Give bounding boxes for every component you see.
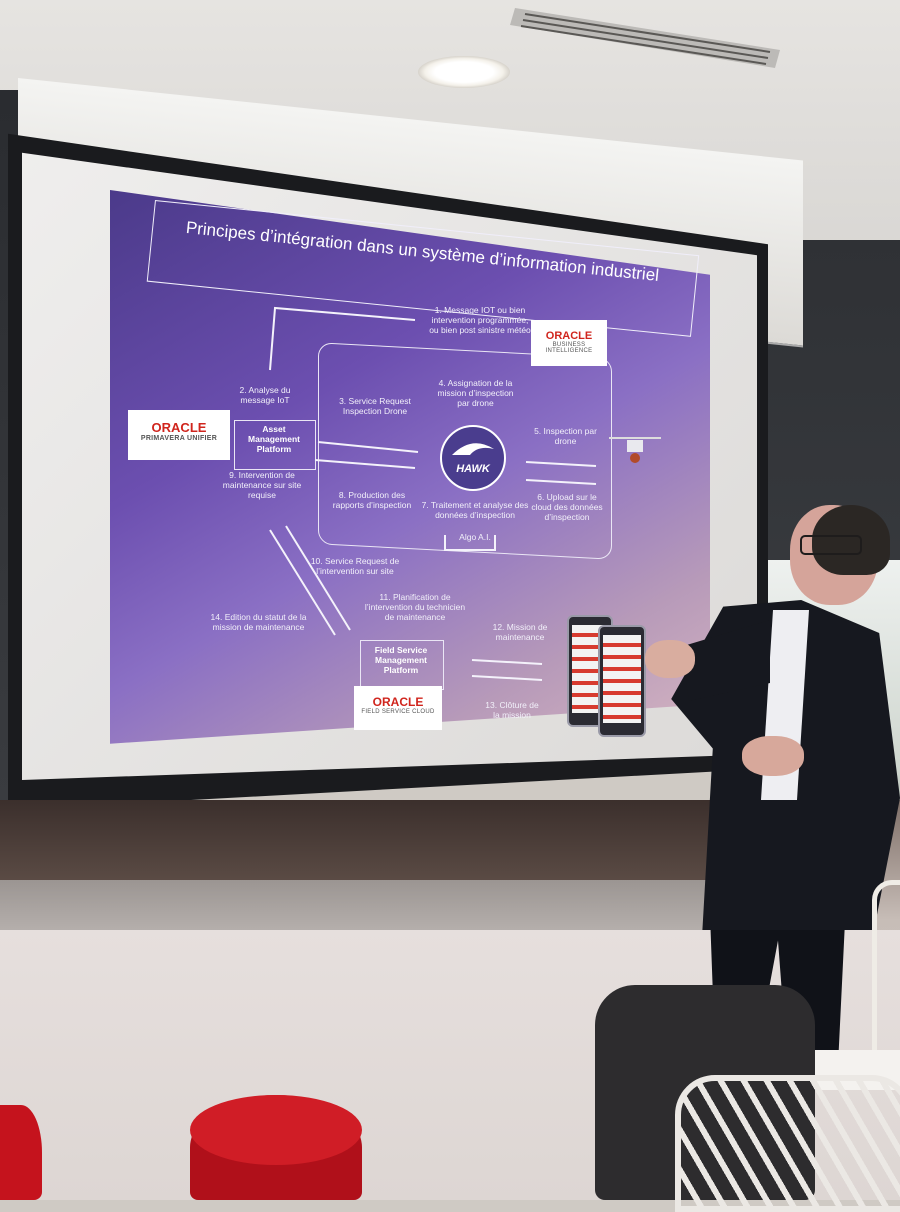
step-14: 14. Edition du statut de la mission de m… (210, 612, 307, 632)
phone-icon-right (598, 625, 646, 737)
hawk-logo-text: HAWK (456, 463, 490, 475)
hawk-bird-icon (452, 443, 494, 455)
step-12: 12. Mission de maintenance (492, 622, 548, 642)
interior-window (0, 800, 720, 890)
white-chair-back (872, 880, 900, 1070)
step-5: 5. Inspection par drone (534, 426, 597, 446)
ceiling-light (418, 56, 510, 88)
step-8: 8. Production des rapports d’inspection (332, 490, 412, 510)
algo-label: Algo A.I. (459, 532, 491, 542)
hawk-logo: HAWK (440, 425, 506, 491)
red-stool-seat (190, 1095, 362, 1165)
step-3: 3. Service Request Inspection Drone (339, 396, 411, 416)
ceiling-vent (510, 8, 780, 68)
drone-icon (609, 437, 661, 463)
slide-arrows (269, 306, 597, 681)
step-10: 10. Service Request de l’intervention su… (310, 556, 400, 576)
step-9: 9. Intervention de maintenance sur site … (222, 470, 302, 500)
step-6: 6. Upload sur le cloud des données d’ins… (531, 492, 603, 522)
asset-platform-box (234, 420, 316, 470)
step-13: 13. Clôture de la mission (485, 700, 539, 720)
step-2: 2. Analyse du message IoT (239, 385, 291, 405)
step-4: 4. Assignation de la mission d’inspectio… (437, 378, 514, 408)
field-platform-label: Field Service Management Platform (374, 645, 428, 675)
presenter-pointing-hand (645, 640, 695, 678)
presenter-hand-remote (742, 736, 804, 776)
presenter-hair (812, 505, 890, 575)
oracle-primavera-logo: ORACLE PRIMAVERA UNIFIER (128, 410, 230, 460)
step-11: 11. Planification de l’intervention du t… (364, 592, 466, 622)
step-7: 7. Traitement et analyse des données d’i… (421, 500, 529, 520)
oracle-field-logo: ORACLE FIELD SERVICE CLOUD (354, 686, 442, 730)
white-chair (675, 1075, 900, 1212)
window-sill (0, 880, 720, 935)
step-1: 1. Message IOT ou bien intervention prog… (429, 305, 531, 335)
red-stool-left (0, 1105, 42, 1200)
glasses-icon (800, 535, 862, 555)
oracle-bi-logo: ORACLE BUSINESS INTELLIGENCE (531, 320, 607, 366)
asset-platform-label: Asset Management Platform (248, 424, 300, 454)
